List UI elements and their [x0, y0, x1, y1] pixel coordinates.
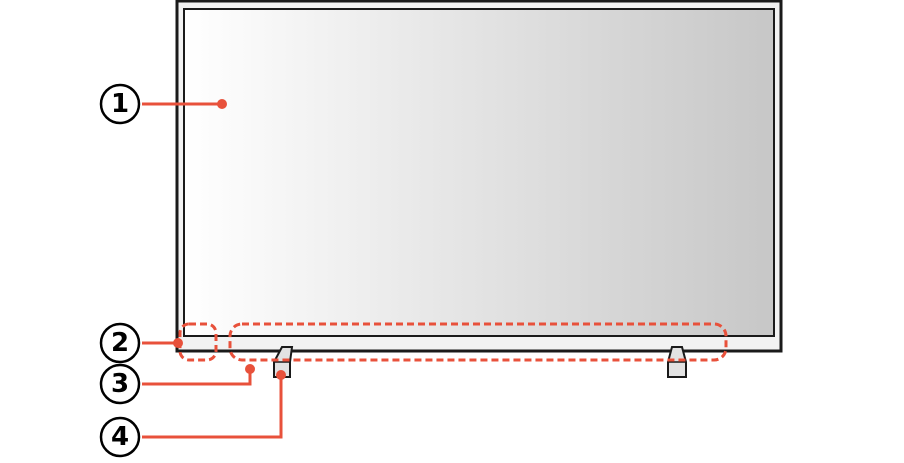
callout-1-number: 1 [111, 89, 129, 119]
callout-3: 3 [99, 363, 141, 405]
leader-dot-1 [217, 99, 227, 109]
stand-foot-left [273, 346, 294, 378]
callout-4-circle [99, 416, 141, 458]
leader-dot-2 [173, 338, 183, 348]
callout-1-circle [99, 83, 141, 125]
callout-3-number: 3 [111, 369, 129, 399]
callout-2: 2 [99, 322, 141, 364]
leader-line-3 [142, 369, 252, 386]
leader-dot-4 [276, 370, 286, 380]
callout-2-circle [99, 322, 141, 364]
stand-foot-right [667, 346, 687, 378]
highlight-bottom-edge-region [228, 322, 728, 362]
callout-3-circle [99, 363, 141, 405]
callout-4: 4 [99, 416, 141, 458]
leader-line-4 [142, 375, 283, 439]
callout-4-number: 4 [111, 422, 129, 452]
callout-2-number: 2 [111, 328, 129, 358]
leader-dots [173, 99, 286, 380]
tv-body [175, 0, 783, 353]
callout-1: 1 [99, 83, 141, 125]
leader-dot-3 [245, 364, 255, 374]
tv-screen [183, 8, 775, 337]
